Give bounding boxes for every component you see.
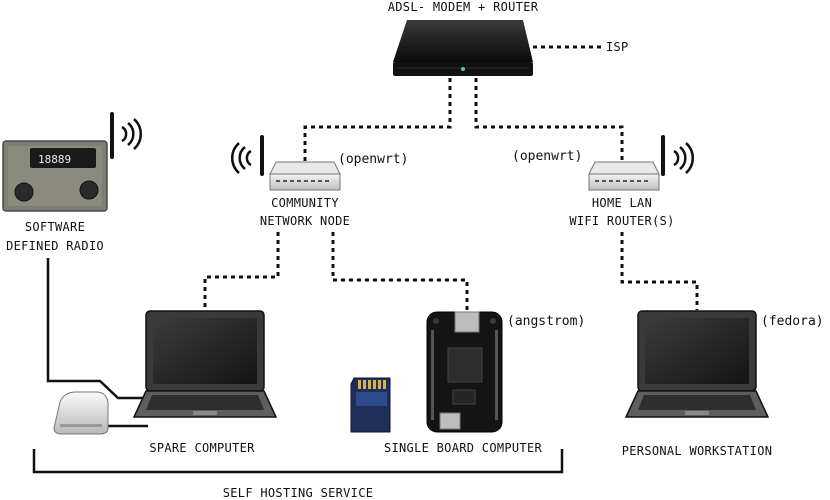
- tune-knob: [79, 180, 99, 200]
- radio-display-value: 18889: [38, 153, 71, 166]
- sbc-header-pins: [431, 330, 498, 420]
- link-modem-community: [303, 78, 452, 162]
- connections: [32, 45, 699, 474]
- hard-drive: [53, 391, 109, 435]
- self-hosting-label: SELF HOSTING SERVICE: [223, 486, 374, 500]
- hard-drive-body: [53, 391, 109, 435]
- laptop-touchpad: [685, 411, 709, 415]
- sd-card-contacts: [358, 380, 386, 389]
- laptop-keyboard: [146, 395, 264, 410]
- link-sdr-spare: [46, 258, 148, 400]
- wifi-signal-icon: [121, 118, 143, 150]
- community-label-2: NETWORK NODE: [260, 214, 350, 228]
- sdr-label-1: SOFTWARE: [25, 220, 85, 234]
- spare-computer-label: SPARE COMPUTER: [149, 441, 255, 455]
- sd-card-label: [356, 392, 387, 406]
- isp-label: ISP: [606, 40, 629, 54]
- sbc-mount-hole: [490, 318, 496, 324]
- laptop-screen: [645, 318, 749, 384]
- home-label-1: HOME LAN: [592, 196, 652, 210]
- modem-label: ADSL- MODEM + ROUTER: [388, 0, 539, 14]
- hard-drive-slot: [60, 424, 102, 427]
- spare-computer-laptop: SPARE COMPUTER: [132, 310, 278, 455]
- software-defined-radio: 18889 SOFTWARE DEFINED RADIO: [2, 112, 143, 253]
- volume-knob: [14, 182, 34, 202]
- sbc-memory-chip: [452, 389, 476, 405]
- wifi-signal-icon: [230, 142, 252, 174]
- link-community-sbc: [331, 232, 469, 310]
- link-modem-home: [474, 78, 624, 162]
- sdr-label-2: DEFINED RADIO: [6, 239, 104, 253]
- usb-port: [439, 412, 461, 430]
- home-label-2: WIFI ROUTER(S): [569, 214, 674, 228]
- sbc-os-label: (angstrom): [507, 314, 585, 329]
- link-community-spare: [203, 232, 280, 310]
- modem-top: [393, 20, 533, 62]
- wifi-signal-icon: [673, 142, 695, 174]
- community-label-1: COMMUNITY: [271, 196, 339, 210]
- workstation-label: PERSONAL WORKSTATION: [622, 444, 773, 458]
- sbc-label: SINGLE BOARD COMPUTER: [384, 441, 542, 455]
- router-leds: [276, 180, 329, 182]
- link-home-workstation: [620, 232, 699, 310]
- self-hosting-bracket: [32, 449, 564, 474]
- workstation-os-label: (fedora): [761, 314, 824, 329]
- community-router: (openwrt) COMMUNITY NETWORK NODE: [230, 135, 408, 228]
- home-os-label: (openwrt): [512, 149, 582, 164]
- laptop-screen: [153, 318, 257, 384]
- radio-display: [30, 148, 96, 168]
- home-router: (openwrt) HOME LAN WIFI ROUTER(S): [512, 135, 695, 228]
- sbc-mount-hole: [433, 318, 439, 324]
- single-board-computer: (angstrom) SINGLE BOARD COMPUTER: [384, 311, 585, 455]
- laptop-touchpad: [193, 411, 217, 415]
- sd-card: [350, 377, 391, 433]
- sbc-cpu-chip: [447, 347, 483, 383]
- laptop-keyboard: [638, 395, 756, 410]
- ethernet-port: [454, 311, 480, 333]
- router-top: [588, 161, 660, 175]
- adsl-modem: ADSL- MODEM + ROUTER ISP: [388, 0, 629, 76]
- personal-workstation-laptop: (fedora) PERSONAL WORKSTATION: [622, 310, 824, 458]
- modem-status-led: [461, 67, 465, 71]
- router-leds: [595, 180, 648, 182]
- router-top: [269, 161, 341, 175]
- community-os-label: (openwrt): [338, 152, 408, 167]
